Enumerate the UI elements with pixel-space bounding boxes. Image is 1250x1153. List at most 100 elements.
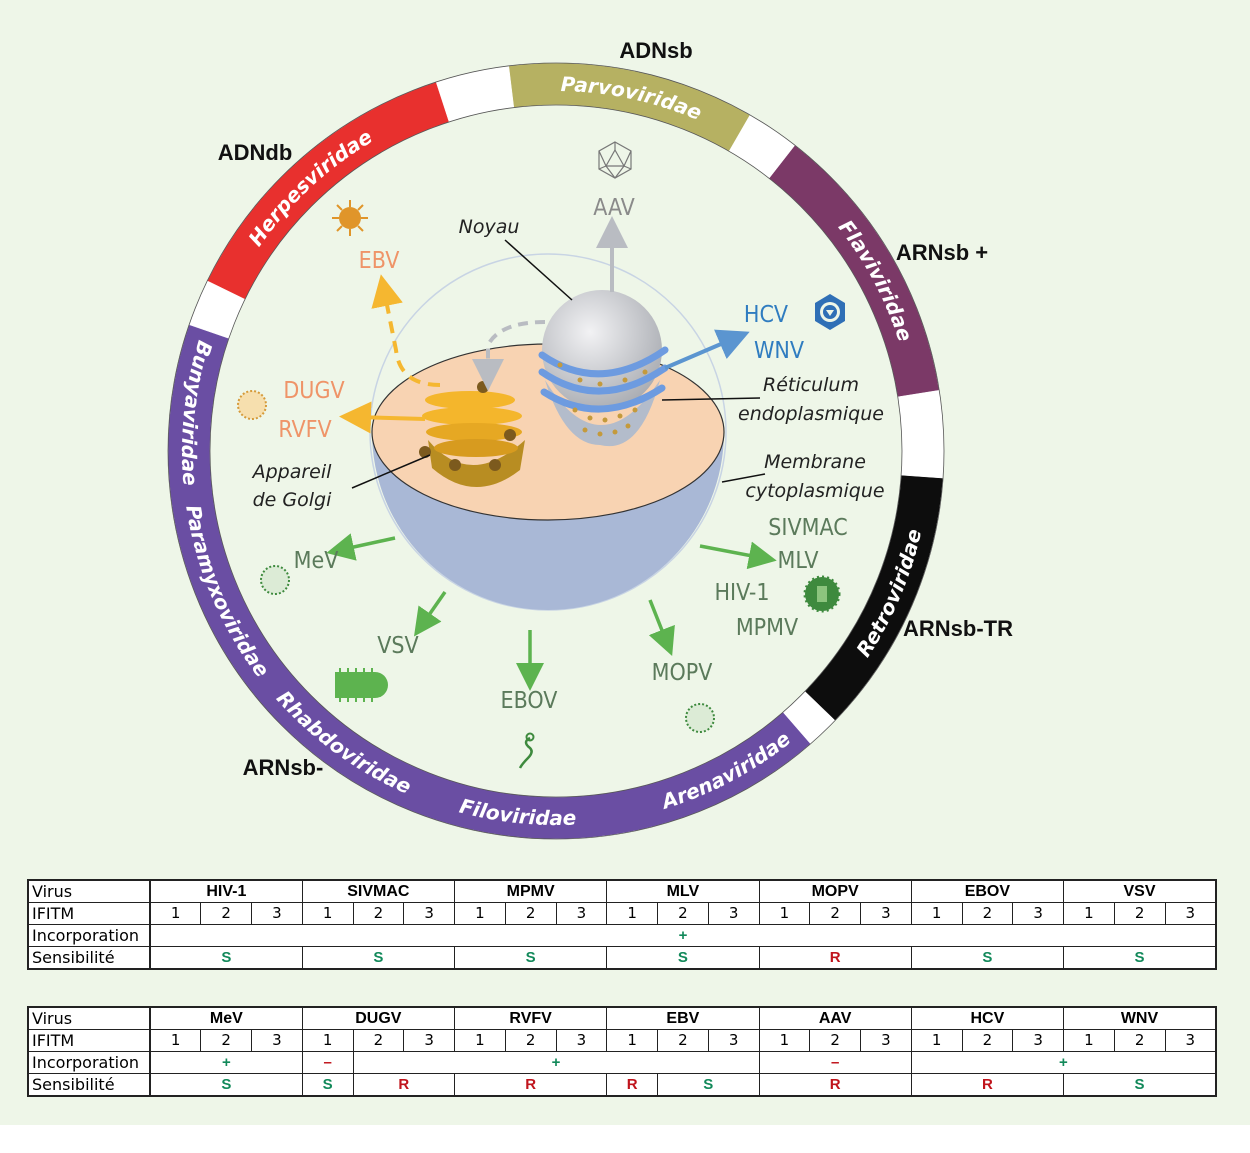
virus-label-hcv: HCV [744, 302, 788, 328]
ifitm-cell: 2 [1113, 1029, 1166, 1052]
retrovirus-icon [803, 575, 841, 613]
ifitm-cell: 2 [352, 902, 405, 925]
sensibilite-cell: S [910, 946, 1065, 970]
virus-name-cell: MPMV [453, 879, 608, 903]
ifitm-cell: 1 [301, 902, 354, 925]
row-header: Sensibilité [27, 1073, 151, 1097]
ifitm-cell: 2 [504, 902, 557, 925]
row-header: Incorporation [27, 924, 151, 947]
paramyxovirus-icon [260, 565, 290, 595]
sensibilite-cell: S [1063, 1073, 1217, 1097]
virus-name-cell: HIV-1 [149, 879, 303, 903]
ifitm-cell: 2 [961, 902, 1014, 925]
label-membrane-2: cytoplasmique [745, 480, 884, 502]
sensibilite-cell: S [606, 946, 760, 970]
ifitm-cell: 2 [1113, 902, 1166, 925]
sensibilite-cell: S [453, 946, 608, 970]
virus-name-cell: MLV [606, 879, 760, 903]
ifitm-cell: 2 [200, 902, 252, 925]
family-label-rhabdoviridae: Rhabdoviridae [272, 686, 415, 799]
ifitm-cell: 1 [454, 1029, 506, 1052]
ring-segment [508, 62, 751, 152]
herpesvirus-icon [332, 200, 368, 236]
incorporation-cell: + [149, 924, 1217, 947]
virus-label-rvfv: RVFV [278, 417, 331, 443]
row-header: Incorporation [27, 1051, 151, 1074]
arrow-nucleus-to-golgi [472, 320, 546, 391]
flavivirus-icon [815, 294, 845, 330]
virus-label-ebov: EBOV [501, 688, 558, 714]
row-header: IFITM [27, 1029, 151, 1052]
label-golgi-2: de Golgi [253, 489, 332, 511]
ring-outline [209, 104, 903, 798]
ifitm-cell: 1 [301, 1029, 354, 1052]
leader-golgi [351, 454, 431, 489]
virus-name-cell: RVFV [453, 1006, 608, 1030]
virus-label-vsv: VSV [377, 633, 418, 659]
virus-cell-diagram: HerpesviridaeParvoviridaeFlaviviridaeRet… [167, 38, 1013, 840]
label-nucleus: Noyau [459, 216, 520, 238]
virus-name-cell: AAV [758, 1006, 912, 1030]
arenavirus-icon [685, 703, 715, 733]
virus-label-mlv: MLV [777, 548, 818, 574]
virus-label-ebv: EBV [359, 248, 400, 274]
virus-name-cell: MeV [149, 1006, 303, 1030]
arrow-hcv-wnv [664, 329, 750, 370]
genome-label-arnsb-minus: ARNsb- [243, 755, 324, 780]
sensibilite-cell: S [301, 1073, 354, 1097]
ifitm-cell: 3 [403, 1029, 455, 1052]
arrow-ebv [371, 274, 441, 387]
ifitm-cell: 1 [454, 902, 506, 925]
sensibilite-cell: R [453, 1073, 608, 1097]
ifitm-cell: 1 [149, 902, 202, 925]
incorporation-cell: – [758, 1051, 912, 1074]
virus-name-cell: MOPV [758, 879, 912, 903]
row-header: IFITM [27, 902, 151, 925]
virus-label-mev: MeV [294, 548, 339, 574]
genome-label-arnsb-plus: ARNsb + [896, 240, 988, 265]
ifitm-cell: 3 [1164, 1029, 1217, 1052]
label-membrane-1: Membrane [764, 451, 866, 473]
incorporation-row: Incorporation+–+–+ [27, 1051, 1217, 1074]
leader-nucleus [504, 239, 573, 301]
ifitm-cell: 3 [1164, 902, 1217, 925]
ifitm-cell: 1 [149, 1029, 202, 1052]
leader-er [661, 397, 761, 401]
ifitm-cell: 3 [251, 1029, 303, 1052]
virus-name-cell: DUGV [301, 1006, 456, 1030]
leader-membrane [721, 473, 766, 483]
row-header: Virus [27, 1006, 151, 1030]
sensibilite-cell: R [606, 1073, 658, 1097]
genome-label-arnsb-tr: ARNsb-TR [903, 616, 1013, 641]
sensibilite-cell: S [657, 1073, 760, 1097]
sensibilite-cell: R [910, 1073, 1065, 1097]
ifitm-cell: 1 [606, 902, 658, 925]
ifitm-cell: 3 [1012, 1029, 1064, 1052]
virus-name-cell: HCV [910, 1006, 1065, 1030]
arrow-retro [699, 541, 777, 570]
virus-name-cell: SIVMAC [301, 879, 456, 903]
sensibilite-cell: S [149, 946, 303, 970]
arrow-dugv-rvfv [339, 401, 426, 434]
nucleus [542, 290, 662, 410]
arrow-mev [326, 533, 396, 561]
endoplasmic-reticulum [538, 346, 669, 447]
sensibilite-cell: R [758, 946, 912, 970]
virus-label-dugv: DUGV [283, 378, 344, 404]
incorporation-cell: – [301, 1051, 354, 1074]
ifitm-cell: 1 [758, 902, 811, 925]
ifitm-cell: 2 [809, 902, 861, 925]
row-header: Virus [27, 879, 151, 903]
cell [326, 216, 777, 691]
sensibilite-cell: S [149, 1073, 303, 1097]
filovirus-icon [518, 732, 535, 769]
sensibilite-cell: R [758, 1073, 912, 1097]
virus-label-wnv: WNV [754, 338, 804, 364]
ifitm-cell: 2 [657, 902, 709, 925]
label-er-2: endoplasmique [738, 403, 884, 425]
arrow-mopv [648, 599, 675, 657]
